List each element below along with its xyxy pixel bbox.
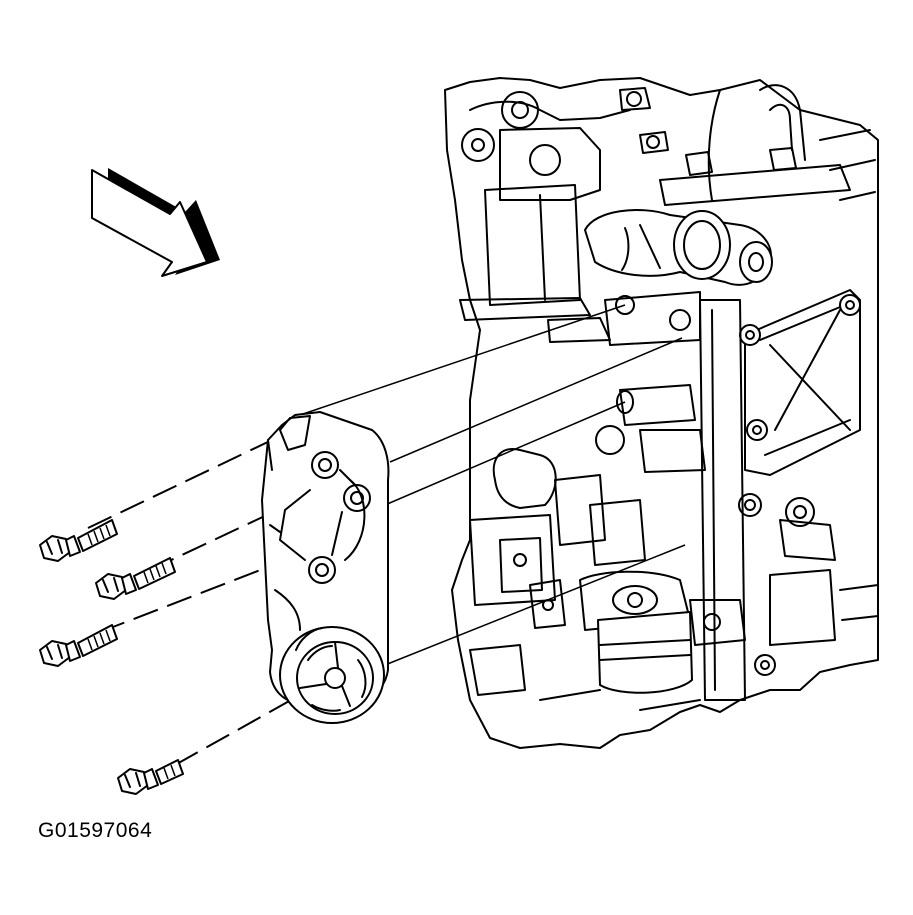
figure-code-label: G01597064 — [38, 819, 153, 842]
assembly-guide-lines — [87, 304, 686, 766]
tensioner-bracket — [261, 411, 390, 724]
bolt-4 — [117, 759, 184, 795]
engine-block — [444, 77, 879, 749]
bolt-1 — [39, 519, 118, 562]
bolt-2 — [95, 557, 176, 600]
bolt-3 — [39, 624, 118, 667]
direction-arrow-icon — [91, 168, 220, 277]
